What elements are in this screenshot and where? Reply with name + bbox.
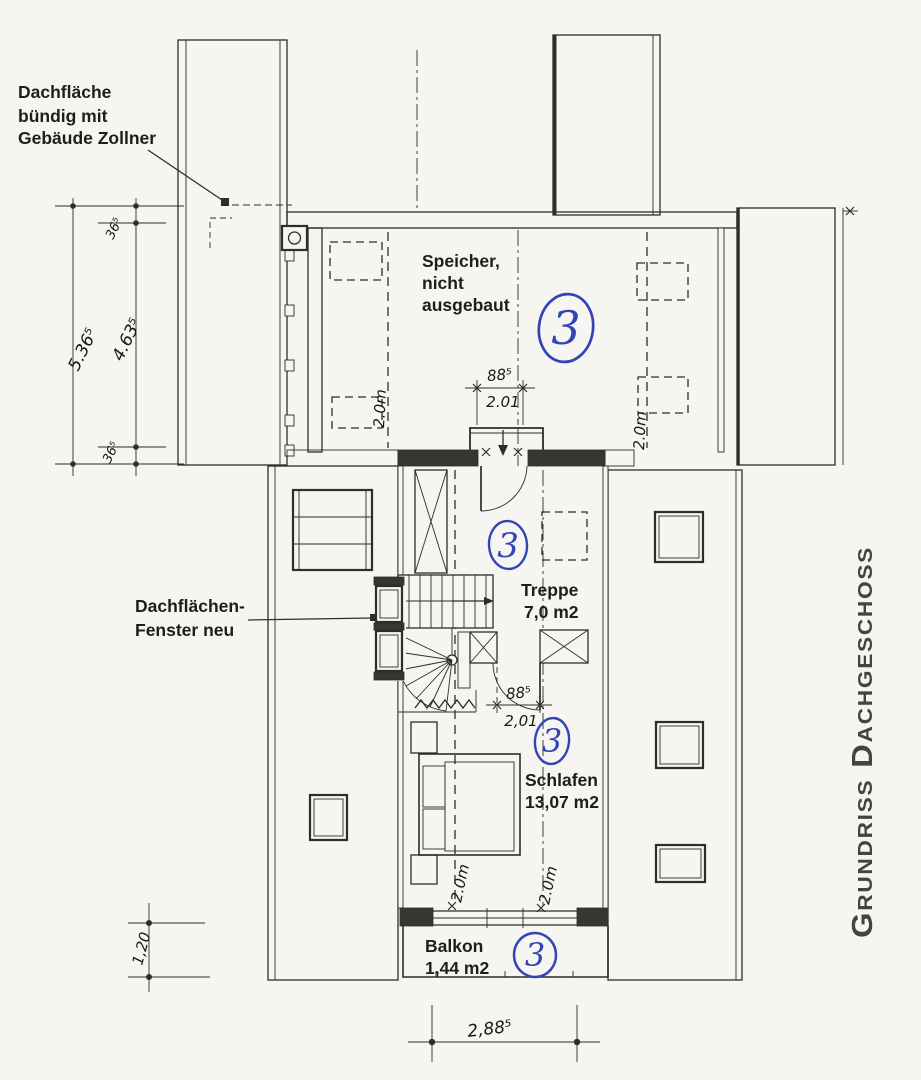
speicher-door-height: 2.01 (486, 393, 519, 411)
entry-arrow (498, 445, 508, 456)
speicher-label-line3: ausgebaut (422, 295, 510, 315)
balkon-area: 1,44 m2 (425, 958, 489, 978)
speicher-label-line2: nicht (422, 273, 464, 293)
schlafen-door-width: 88⁵ (505, 683, 532, 703)
schlafen-door-dimension: 88⁵ 2,01 (486, 667, 552, 730)
balcony-window (433, 908, 577, 928)
note-roof-line3: Gebäude Zollner (18, 128, 156, 148)
door-swing-treppe (480, 465, 528, 512)
marker-3-speicher: 3 (537, 292, 595, 364)
schlafen-room: Schlafen 13,07 m2 3 2.0m 2.0m (410, 716, 599, 913)
note-roof-line1: Dachfläche (18, 82, 112, 102)
speicher-door-width: 88⁵ (486, 365, 513, 385)
note-roof-line2: bündig mit (18, 106, 108, 126)
note-window-leader (247, 617, 373, 621)
staircase (397, 574, 494, 713)
svg-text:3: 3 (542, 722, 562, 760)
speicher-left-wall (307, 227, 323, 453)
speicher-room: 2.0m 2.0m Speicher, nicht ausgebaut 3 88… (280, 211, 738, 466)
stair-direction-arrow (484, 597, 494, 605)
treppe-schlafen-wall: 88⁵ 2,01 (457, 629, 589, 730)
wall-tie-marks (284, 249, 295, 457)
roof-window-right-2 (654, 720, 705, 770)
dachflaechen-fenster-neu (372, 576, 406, 681)
speicher-label-line1: Speicher, (422, 251, 500, 271)
balkon-room: Balkon 1,44 m2 3 (402, 926, 609, 979)
dividing-wall-band (286, 449, 635, 512)
dashed-opening-treppe (541, 511, 588, 561)
note-roof-window: Dachflächen- Fenster neu (135, 596, 377, 640)
shaft (414, 469, 448, 574)
dashed-opening-nw (329, 241, 383, 281)
speicher-door: 88⁵ 2.01 (465, 365, 544, 466)
dashed-opening-se (637, 376, 689, 414)
drawing-title: Grundriss Dachgeschoss (847, 546, 879, 938)
note-window-line2: Fenster neu (135, 620, 234, 640)
insulation-zigzag (414, 698, 476, 710)
balkon-label: Balkon (425, 936, 483, 956)
treppe-area: 7,0 m2 (524, 602, 579, 622)
roof-window-existing (291, 488, 374, 572)
treppe-room: 3 Treppe 7,0 m2 (372, 469, 589, 905)
treppe-label: Treppe (521, 580, 579, 600)
alignment-dash-l (209, 217, 232, 248)
roof-window-right-1 (653, 510, 705, 564)
note-roof-leader (147, 149, 226, 203)
marker-3-balkon: 3 (512, 931, 558, 979)
roof-strip-upper-right (736, 206, 858, 466)
note-roof-alignment: Dachfläche bündig mit Gebäude Zollner (18, 82, 292, 248)
schlafen-label: Schlafen (525, 770, 598, 790)
headroom-label-west: 2.0m (370, 389, 390, 428)
schlafen-area: 13,07 m2 (525, 792, 599, 812)
roof-strip-top-left (177, 39, 295, 466)
marker-3-treppe: 3 (487, 519, 529, 571)
marker-3-schlafen: 3 (533, 716, 571, 766)
headroom-label-east: 2.0m (630, 411, 650, 450)
chimney (280, 224, 309, 252)
balkon-wall (399, 907, 609, 928)
dashed-opening-ne (636, 262, 689, 301)
roof-lower-left (267, 465, 399, 981)
note-window-line1: Dachflächen- (135, 596, 245, 616)
roof-strip-top-right (552, 34, 661, 216)
bed (410, 721, 521, 885)
roof-lower-right (607, 469, 743, 981)
svg-text:3: 3 (525, 936, 545, 974)
speicher-right-wall (717, 227, 725, 453)
schlafen-door-height: 2,01 (504, 712, 537, 730)
stair-zone-edge (398, 690, 477, 713)
note-window-marker (370, 614, 377, 621)
speicher-top-wall (286, 211, 738, 229)
note-roof-marker (221, 198, 229, 206)
roof-window-right-3 (654, 843, 707, 884)
svg-text:3: 3 (551, 301, 580, 355)
dashed-opening-sw (331, 396, 383, 429)
roof-window-small (308, 793, 349, 842)
svg-text:3: 3 (497, 526, 519, 566)
